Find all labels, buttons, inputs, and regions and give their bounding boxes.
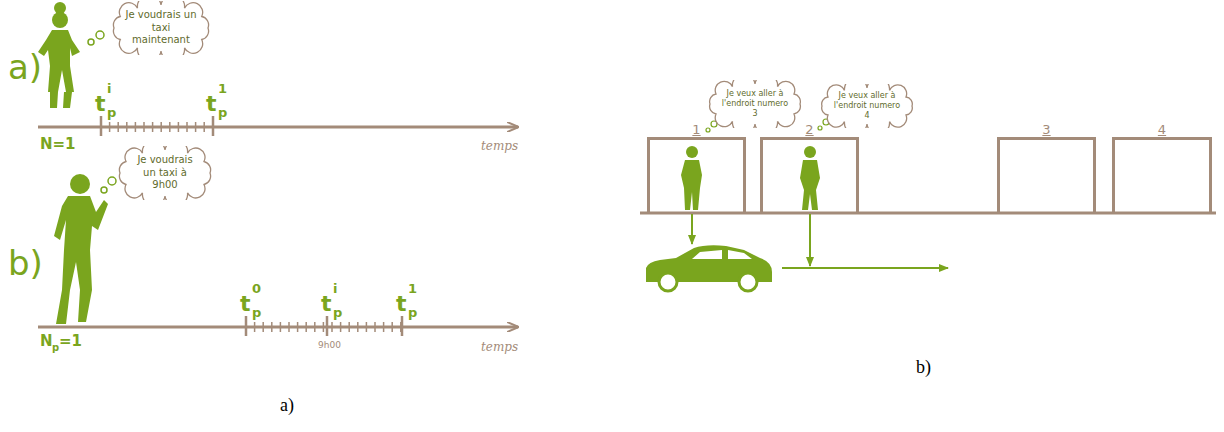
time-superscript: 0 [252,282,261,295]
thought-text: Je veux aller à l'endroit numero 3 [706,80,804,128]
major-tick [401,316,404,336]
minor-tick [305,322,307,332]
thought-text: Je veux aller à l'endroit numero 4 [818,84,916,128]
minor-tick [271,322,273,332]
thought-text: Je voudrais un taxi à 9h00 [116,146,214,200]
minor-tick [186,122,188,132]
panel-letter: a) [8,50,42,84]
time-axis [38,326,518,329]
minor-tick [262,322,264,332]
minor-tick [357,322,359,332]
minor-tick [254,322,256,332]
minor-tick [203,122,205,132]
thought-bubble: Je voudrais un taxi maintenant [110,1,212,55]
time-subscript: p [333,306,342,319]
place-box: 3 [997,137,1096,214]
thought-bubble: Je veux aller à l'endroit numero 4 [818,84,916,128]
count-label: N=1 [40,137,76,152]
time-symbol: t [240,293,251,315]
time-symbol: t [396,293,407,315]
major-tick [100,116,103,136]
major-tick [212,116,215,136]
count-label: =1 [59,334,82,349]
time-superscript: i [107,82,111,95]
minor-tick [135,122,137,132]
minor-tick [152,122,154,132]
minor-tick [348,322,350,332]
minor-tick [391,322,393,332]
minor-tick [195,122,197,132]
sub-caption: a) [280,396,294,414]
minor-tick [178,122,180,132]
route-arrow [782,267,948,269]
tick-marks [101,116,213,136]
minor-tick [340,322,342,332]
minor-tick [160,122,162,132]
person-silhouette [54,174,116,324]
count-subscript: p [52,343,59,353]
minor-tick [374,322,376,332]
thought-text: Je voudrais un taxi maintenant [110,1,212,55]
minor-tick [143,122,145,132]
thought-bubble: Je veux aller à l'endroit numero 3 [706,80,804,128]
tick-marks [246,316,402,336]
pickup-arrow [691,214,693,244]
place-box: 2 [760,137,859,214]
minor-tick [126,122,128,132]
taxi-car [646,245,772,291]
minor-tick [323,322,325,332]
minor-tick [288,322,290,332]
time-superscript: i [333,282,337,295]
time-superscript: 1 [408,282,417,295]
time-subscript: p [218,106,227,119]
time-symbol: t [321,293,332,315]
minor-tick [109,122,111,132]
panel-letter: b) [8,246,43,280]
axis-label: temps [481,341,518,353]
minor-tick [383,322,385,332]
minor-tick [314,322,316,332]
time-subscript: p [408,306,417,319]
count-label: N [40,334,53,349]
time-symbol: t [95,93,106,115]
time-superscript: 1 [218,82,227,95]
person-silhouette [800,119,829,210]
minor-tick [117,122,119,132]
place-box: 1 [647,137,746,214]
axis-label: temps [481,140,518,152]
time-value: 9h00 [318,341,341,350]
minor-tick [280,322,282,332]
major-tick [326,316,329,336]
time-subscript: p [107,106,116,119]
place-number: 3 [1000,123,1093,136]
thought-bubble: Je voudrais un taxi à 9h00 [116,146,214,200]
minor-tick [331,322,333,332]
time-symbol: t [206,93,217,115]
person-silhouette [38,2,104,108]
place-number: 4 [1115,123,1209,136]
sub-caption: b) [916,358,931,376]
minor-tick [366,322,368,332]
minor-tick [169,122,171,132]
major-tick [245,316,248,336]
place-box: 4 [1112,137,1212,214]
pickup-arrow [809,214,811,266]
street-line [640,212,1216,215]
minor-tick [297,322,299,332]
time-subscript: p [252,306,261,319]
